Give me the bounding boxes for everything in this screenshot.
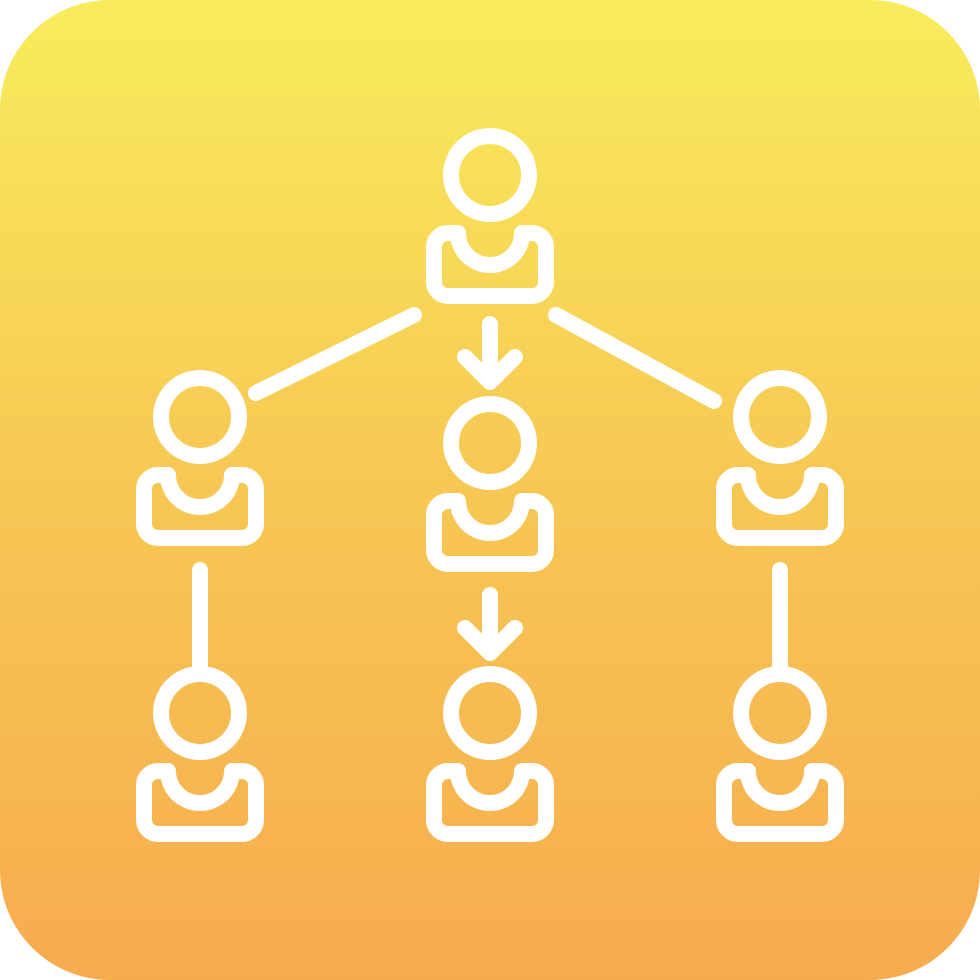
person-left-bottom-icon [136, 666, 264, 842]
person-right-bottom-icon [716, 666, 844, 842]
person-center-bottom-icon [426, 666, 554, 842]
connector-top-to-right [548, 307, 722, 409]
connector-top-to-center [457, 316, 523, 390]
person-left-middle-icon [136, 370, 264, 546]
person-right-middle-icon [716, 370, 844, 546]
connector-center-to-bottom [457, 587, 523, 661]
connector-top-to-left [248, 307, 422, 401]
person-center-middle-icon [426, 396, 554, 572]
person-top-icon [426, 128, 554, 304]
